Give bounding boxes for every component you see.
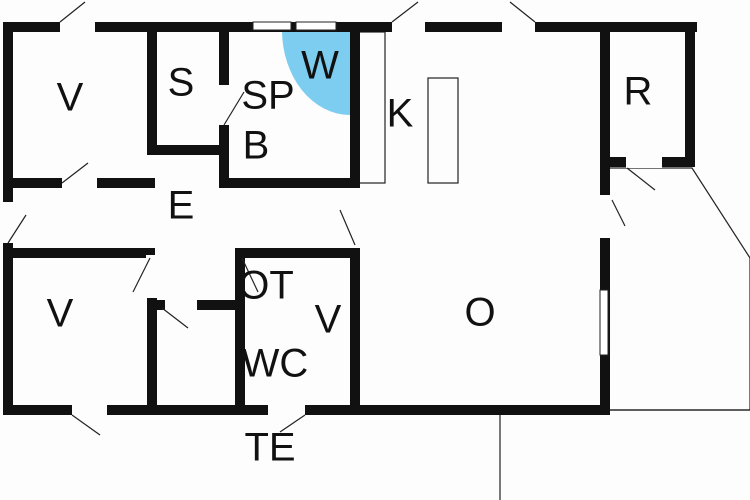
door-swings xyxy=(7,1,656,436)
openings xyxy=(2,21,662,416)
label-storage: S xyxy=(168,61,195,105)
side-extension xyxy=(608,167,750,411)
kitchen-island xyxy=(427,77,459,184)
washer-swing-area xyxy=(282,30,350,115)
label-bedroom-small: V xyxy=(315,298,342,342)
label-hall: E xyxy=(168,184,195,228)
label-bedroom-bottom-left: V xyxy=(47,292,74,336)
kitchen-counter xyxy=(357,31,386,184)
label-toilet: WC xyxy=(242,342,309,386)
label-utility: R xyxy=(624,70,653,114)
label-terrace: TE xyxy=(244,426,295,470)
label-shower: SP xyxy=(241,74,294,118)
window-top-2 xyxy=(295,21,337,31)
window-top-1 xyxy=(252,21,292,31)
label-kitchen: K xyxy=(387,92,414,136)
label-living: O xyxy=(464,291,495,335)
window-right xyxy=(599,289,609,356)
label-ot: OT xyxy=(238,264,294,308)
label-bedroom-top-left: V xyxy=(57,76,84,120)
label-washer: W xyxy=(301,44,339,88)
label-bath: B xyxy=(243,124,270,168)
